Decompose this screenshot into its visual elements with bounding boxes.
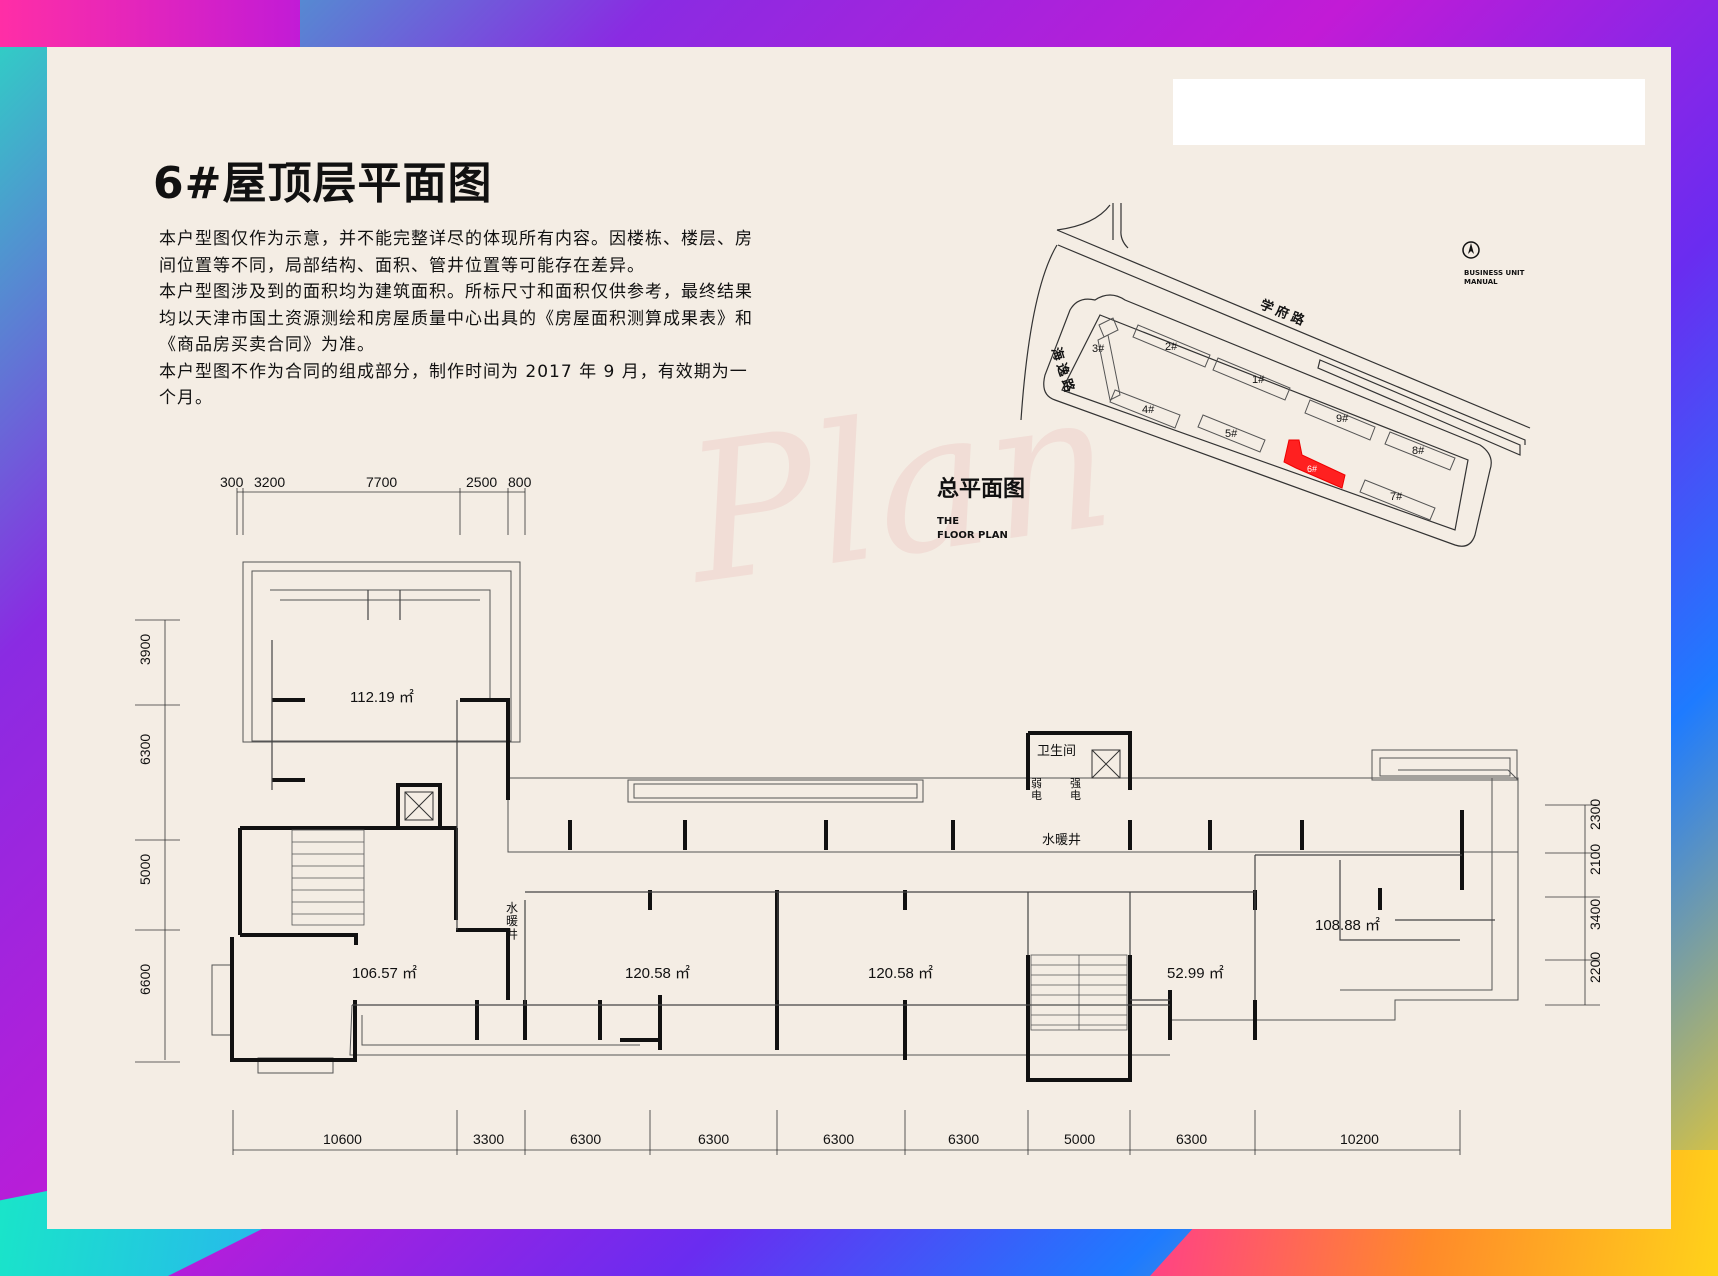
room-labels: 卫生间 水暖井 弱电 强电 水暖井 bbox=[506, 743, 1081, 941]
area-label: 106.57 ㎡ bbox=[352, 965, 417, 982]
disclaimer-notes: 本户型图仅作为示意，并不能完整详尽的体现所有内容。因楼栋、楼层、房 间位置等不同… bbox=[159, 226, 819, 412]
dim-label: 5000 bbox=[1064, 1131, 1095, 1147]
restroom-label: 卫生间 bbox=[1037, 743, 1076, 758]
stair-center-icon bbox=[1030, 954, 1128, 1031]
dim-label: 6600 bbox=[137, 964, 153, 995]
dim-label: 6300 bbox=[698, 1131, 729, 1147]
road-label-haiyi: 海 逸 路 bbox=[1049, 345, 1078, 395]
dim-label: 300 bbox=[220, 474, 244, 490]
floor-plan bbox=[211, 561, 1519, 1074]
north-compass-icon bbox=[1462, 241, 1480, 259]
note-line: 个月。 bbox=[159, 388, 213, 408]
page-title: 6#屋顶层平面图 bbox=[153, 158, 493, 209]
dim-label: 10200 bbox=[1340, 1131, 1379, 1147]
dim-label: 3400 bbox=[1587, 899, 1603, 930]
dim-label: 3200 bbox=[254, 474, 285, 490]
dim-label: 6300 bbox=[823, 1131, 854, 1147]
dim-label: 6300 bbox=[137, 734, 153, 765]
area-label: 52.99 ㎡ bbox=[1167, 965, 1224, 982]
note-line: 间位置等不同，局部结构、面积、管井位置等可能存在差异。 bbox=[159, 255, 645, 276]
area-label: 120.58 ㎡ bbox=[868, 965, 933, 982]
highlighted-building-6 bbox=[1283, 439, 1346, 489]
frame-stripe-magenta bbox=[0, 0, 300, 47]
building-label: 2# bbox=[1165, 341, 1178, 353]
dim-label: 6300 bbox=[948, 1131, 979, 1147]
building-label: 9# bbox=[1336, 413, 1349, 425]
dim-label: 7700 bbox=[366, 474, 397, 490]
dim-label: 2500 bbox=[466, 474, 497, 490]
dim-label: 6300 bbox=[1176, 1131, 1207, 1147]
dim-label: 2300 bbox=[1587, 799, 1603, 830]
weak-electric-label: 弱电 bbox=[1031, 777, 1042, 802]
note-line: 本户型图不作为合同的组成部分，制作时间为 2017 年 9 月，有效期为一 bbox=[159, 361, 748, 382]
building-label: 4# bbox=[1142, 404, 1155, 416]
dim-label: 3300 bbox=[473, 1131, 504, 1147]
site-plan-map bbox=[1020, 203, 1531, 547]
area-label: 120.58 ㎡ bbox=[625, 965, 690, 982]
note-line: 本户型图涉及到的面积均为建筑面积。所标尺寸和面积仅供参考，最终结果 bbox=[159, 282, 753, 302]
blank-label-box bbox=[1173, 79, 1645, 145]
building-label: 6# bbox=[1307, 464, 1317, 474]
site-plan-subtitle: THE FLOOR PLAN bbox=[937, 516, 1008, 541]
site-building-labels: 1# 2# 3# 4# 5# 6# 7# 8# 9# bbox=[1092, 341, 1425, 503]
dimension-labels: 300 3200 7700 2500 800 3900 6300 5000 66… bbox=[137, 474, 1603, 1147]
area-label: 112.19 ㎡ bbox=[350, 689, 414, 706]
dim-label: 10600 bbox=[323, 1131, 362, 1147]
water-heat-well-label: 水暖井 bbox=[1042, 832, 1081, 847]
building-label: 1# bbox=[1252, 374, 1265, 386]
stair-left-icon bbox=[291, 829, 365, 926]
dim-label: 6300 bbox=[570, 1131, 601, 1147]
note-line: 均以天津市国土资源测绘和房屋质量中心出具的《房屋面积测算成果表》和 bbox=[159, 308, 753, 329]
building-label: 7# bbox=[1390, 491, 1403, 503]
note-line: 本户型图仅作为示意，并不能完整详尽的体现所有内容。因楼栋、楼层、房 bbox=[159, 229, 753, 249]
strong-electric-label: 强电 bbox=[1070, 778, 1081, 802]
building-label: 3# bbox=[1092, 343, 1105, 355]
building-label: 5# bbox=[1225, 428, 1238, 440]
site-plan-title: 总平面图 bbox=[937, 477, 1026, 502]
elevator-icon bbox=[404, 749, 1121, 821]
dim-label: 3900 bbox=[137, 634, 153, 665]
water-heat-well-vertical-label: 水暖井 bbox=[506, 901, 518, 941]
dimension-lines bbox=[135, 488, 1600, 1155]
note-line: 《商品房买卖合同》为准。 bbox=[159, 335, 375, 355]
business-unit-manual: BUSINESS UNIT MANUAL bbox=[1464, 269, 1525, 286]
structure-walls bbox=[230, 698, 1464, 1082]
dim-label: 2100 bbox=[1587, 844, 1603, 875]
poster-card: Plan 6#屋顶层平面图 本户型图仅作为示意，并不能完整详尽的体现所有内容。因… bbox=[47, 47, 1671, 1229]
dim-label: 5000 bbox=[137, 854, 153, 885]
area-label: 108.88 ㎡ bbox=[1315, 917, 1380, 934]
road-label-xuefu: 学 府 路 bbox=[1258, 297, 1307, 329]
area-labels: 112.19 ㎡ 106.57 ㎡ 120.58 ㎡ 120.58 ㎡ 52.9… bbox=[350, 689, 1380, 982]
dim-label: 2200 bbox=[1587, 952, 1603, 983]
building-label: 8# bbox=[1412, 445, 1425, 457]
dim-label: 800 bbox=[508, 474, 532, 490]
